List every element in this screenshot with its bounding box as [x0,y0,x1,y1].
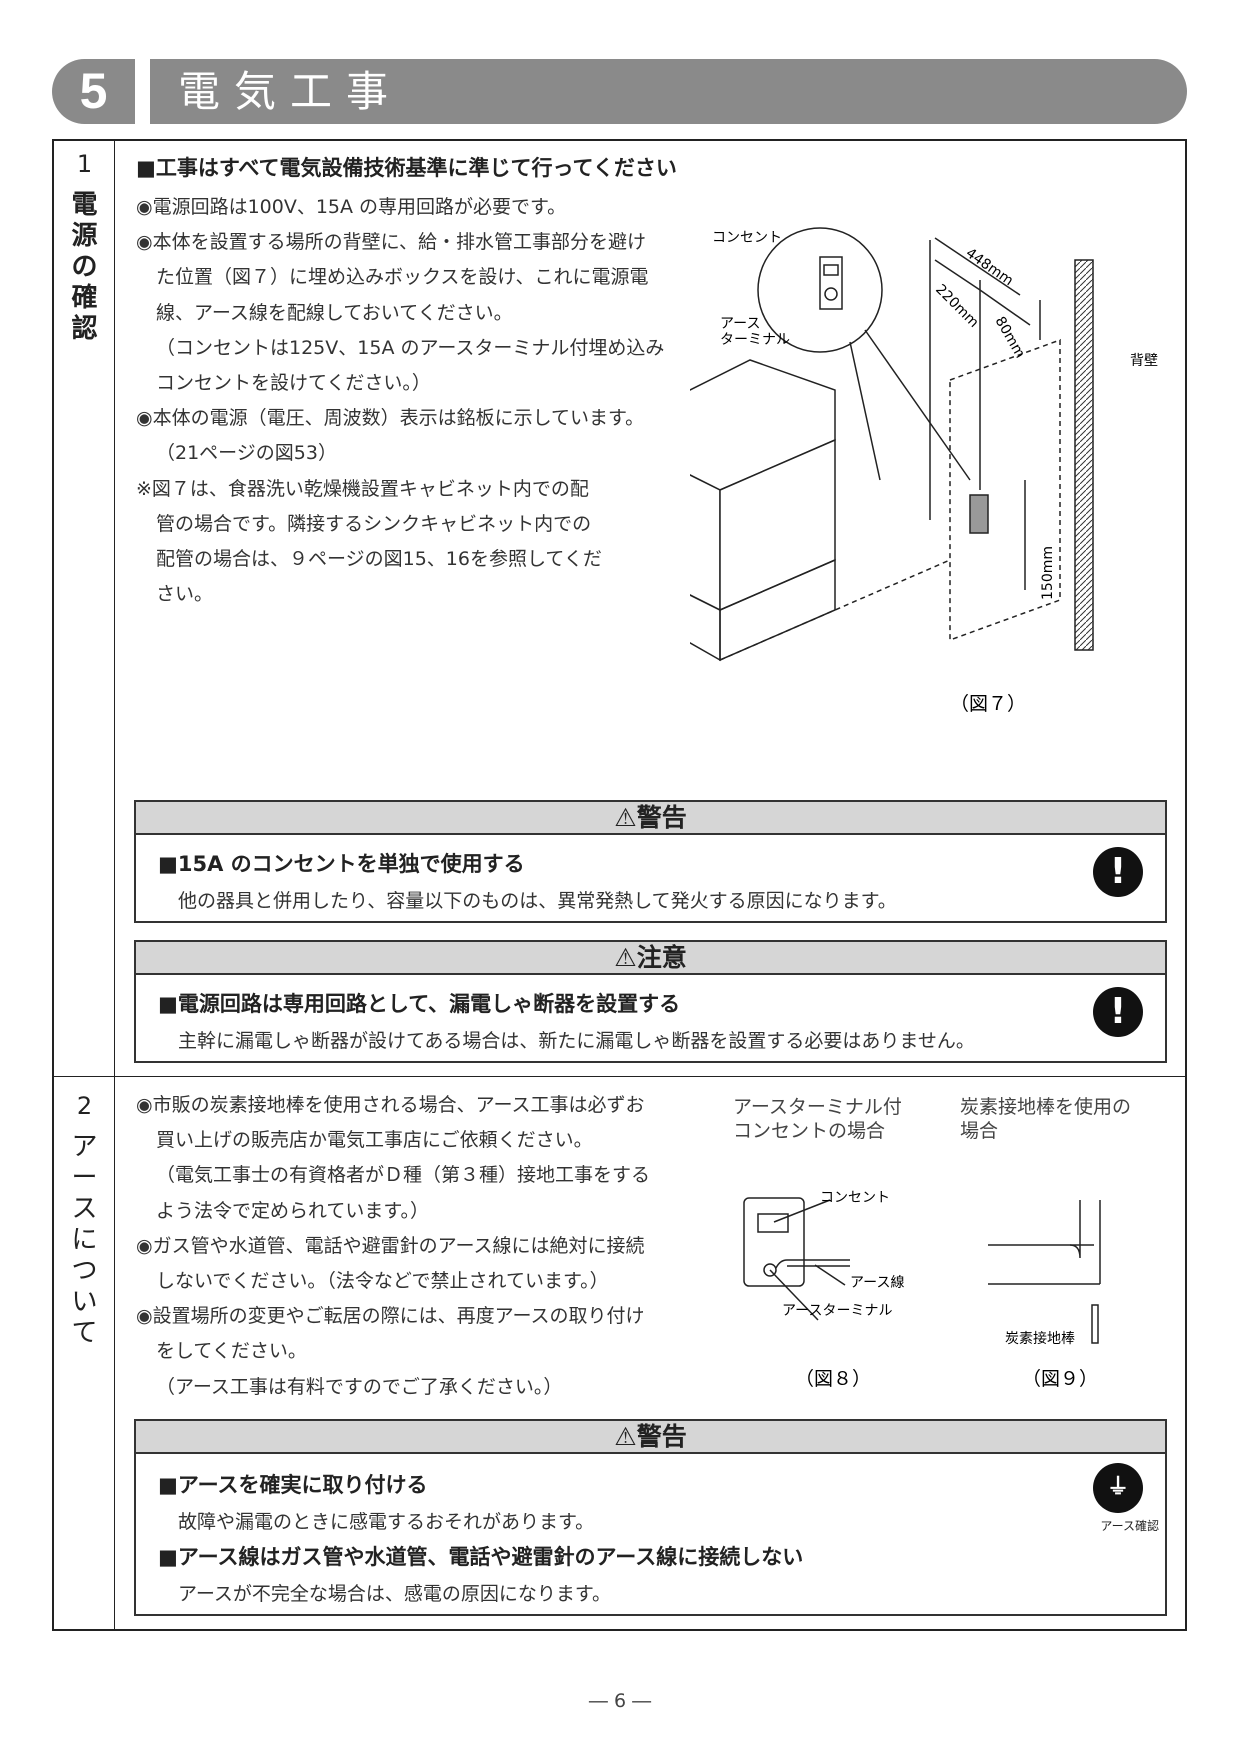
body-line: ◉設置場所の変更やご転居の際には、再度アースの取り付け [136,1305,645,1328]
dim-448: 448mm [963,245,1016,289]
warning-title: ⚠警告 [136,1421,1165,1454]
section2-number: 2 [76,1092,93,1120]
fig8-caption: （図８） [795,1368,871,1390]
section-divider [52,1076,1187,1077]
caution-box: ⚠注意 ■電源回路は専用回路として、漏電しゃ断器を設置する 主幹に漏電しゃ断器が… [134,940,1167,1063]
figure7-diagram: コンセント アース ターミナル 448mm 220mm 80mm 150mm 背… [690,227,1158,715]
fig8-outlet-label: コンセント [820,1190,890,1206]
fig7-terminal-label-1: アース [720,316,760,332]
dim-220: 220mm [932,282,981,331]
body-line: （コンセントは125V、15A のアースターミナル付埋め込み [156,336,665,359]
ground-icon-label: アース確認 [1100,1519,1159,1533]
exclamation-icon: ! [1093,987,1143,1037]
fig9-rod-label: 炭素接地棒 [1005,1330,1075,1347]
warning-heading-2: ■アース線はガス管や水道管、電話や避雷針のアース線に接続しない [158,1545,804,1569]
warning-title: ⚠警告 [136,802,1165,835]
body-line: コンセントを設けてください。） [156,372,431,394]
warning-box-1: ⚠警告 ■15A のコンセントを単独で使用する 他の器具と併用したり、容量以下の… [134,800,1167,923]
warning-heading: ■15A のコンセントを単独で使用する [158,852,525,876]
body-line: 線、アース線を配線しておいてください。 [156,301,513,324]
fig9-caption: （図９） [1022,1368,1098,1390]
warning-text: 他の器具と併用したり、容量以下のものは、異常発熱して発火する原因になります。 [178,890,897,912]
fig9-title: 炭素接地棒を使用の場合 [960,1096,1132,1142]
warning-text-1: 故障や漏電のときに感電するおそれがあります。 [178,1511,595,1533]
dim-80: 80mm [992,314,1028,361]
body-line: 配管の場合は、９ページの図15、16を参照してくだ [156,548,602,570]
dim-150: 150mm [1040,546,1056,600]
body-line: た位置（図７）に埋め込みボックスを設け、これに電源電 [156,266,649,289]
body-line: よう法令で定められています。） [156,1199,430,1222]
content-frame [52,139,1187,1631]
outlet-zoom-circle [757,227,883,353]
body-line: （21ページの図53） [156,442,337,465]
warning-box-2: ⚠警告 ■アースを確実に取り付ける 故障や漏電のときに感電するおそれがあります。… [134,1419,1167,1616]
body-line: ◉本体を設置する場所の背壁に、給・排水管工事部分を避け [136,231,647,254]
body-line: ◉本体の電源（電圧、周波数）表示は銘板に示しています。 [136,407,645,430]
body-line: ※図７は、食器洗い乾燥機設置キャビネット内での配 [136,477,589,500]
wall-label: 背壁 [1130,353,1158,369]
body-line: をしてください。 [156,1340,307,1363]
body-line: ◉電源回路は100V、15A の専用回路が必要です。 [136,196,567,218]
chapter-number: 5 [52,59,135,124]
warning-text-2: アースが不完全な場合は、感電の原因になります。 [178,1583,612,1605]
body-line: （アース工事は有料ですのでご了承ください。） [156,1375,563,1398]
fig7-terminal-label-2: ターミナル [720,332,790,348]
body-line: しないでください。（法令などで禁止されています。） [156,1270,609,1292]
section1-number: 1 [76,150,93,178]
fig8-terminal-label: アースターミナル [782,1303,892,1319]
section1-title: 電源の確認 [71,190,98,344]
fig7-outlet-label: コンセント [712,230,782,246]
chapter-title: 電気工事 [150,59,1187,124]
body-line: ◉市販の炭素接地棒を使用される場合、アース工事は必ずお [136,1094,645,1116]
caution-title: ⚠注意 [136,942,1165,975]
fig8-title: アースターミナル付コンセントの場合 [733,1096,902,1142]
fig7-caption: （図７） [950,693,1026,715]
exclamation-icon: ! [1093,847,1143,897]
body-line: ◉ガス管や水道管、電話や避雷針のアース線には絶対に接続 [136,1234,645,1257]
column-divider [114,139,115,1631]
figure8-9-diagram: コンセント アース線 アースターミナル 炭素接地棒 （図８） （図９） [743,1190,1101,1390]
body-line: 買い上げの販売店か電気工事店にご依頼ください。 [156,1129,593,1152]
caution-text: 主幹に漏電しゃ断器が設けてある場合は、新たに漏電しゃ断器を設置する必要はありませ… [178,1030,975,1052]
caution-heading: ■電源回路は専用回路として、漏電しゃ断器を設置する [158,992,681,1016]
warning-heading-1: ■アースを確実に取り付ける [158,1473,428,1497]
section2-title: アースについて [71,1132,98,1348]
ground-icon: ⏚ [1093,1463,1143,1513]
body-line: （電気工事士の有資格者がＤ種（第３種）接地工事をする [156,1164,651,1187]
outlet-box [969,494,989,534]
fig8-wire-label: アース線 [850,1275,904,1291]
page-number: ― 6 ― [588,1690,652,1712]
section1-heading: ■工事はすべて電気設備技術基準に準じて行ってください [136,156,677,180]
body-line: 管の場合です。隣接するシンクキャビネット内での [156,512,592,535]
body-line: さい。 [156,583,214,606]
